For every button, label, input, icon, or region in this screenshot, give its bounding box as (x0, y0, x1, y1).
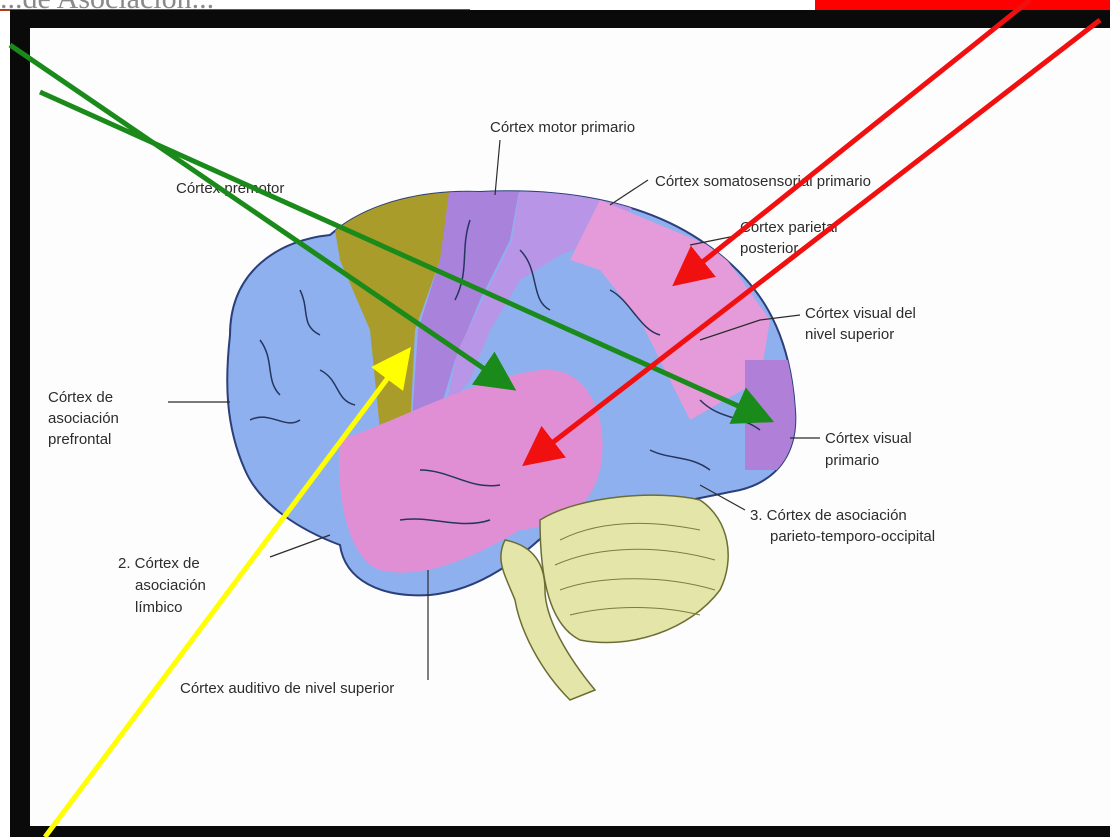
label-motor-primario: Córtex motor primario (490, 119, 635, 136)
label-visual-superior-2: nivel superior (805, 326, 894, 343)
cerebellum (540, 495, 728, 642)
label-limbico-1: 2. Córtex de (118, 555, 200, 572)
red-arrow-parietal (680, 0, 1030, 280)
label-prefrontal-2: asociación (48, 410, 119, 427)
label-parietal-posterior-2: posterior (740, 240, 798, 257)
label-visual-superior-1: Córtex visual del (805, 305, 916, 322)
label-prefrontal-3: prefrontal (48, 431, 111, 448)
label-pto-2: parieto-temporo-occipital (770, 528, 935, 545)
label-prefrontal-1: Córtex de (48, 389, 113, 406)
label-pto-1: 3. Córtex de asociación (750, 507, 907, 524)
label-limbico-3: límbico (135, 599, 183, 616)
brain-regions (227, 185, 800, 700)
label-auditivo: Córtex auditivo de nivel superior (180, 680, 394, 697)
label-visual-primario-1: Córtex visual (825, 430, 912, 447)
label-limbico-2: asociación (135, 577, 206, 594)
yellow-arrow-premotor (45, 355, 405, 837)
label-somatosensorial: Córtex somatosensorial primario (655, 173, 871, 190)
label-visual-primario-2: primario (825, 452, 879, 469)
